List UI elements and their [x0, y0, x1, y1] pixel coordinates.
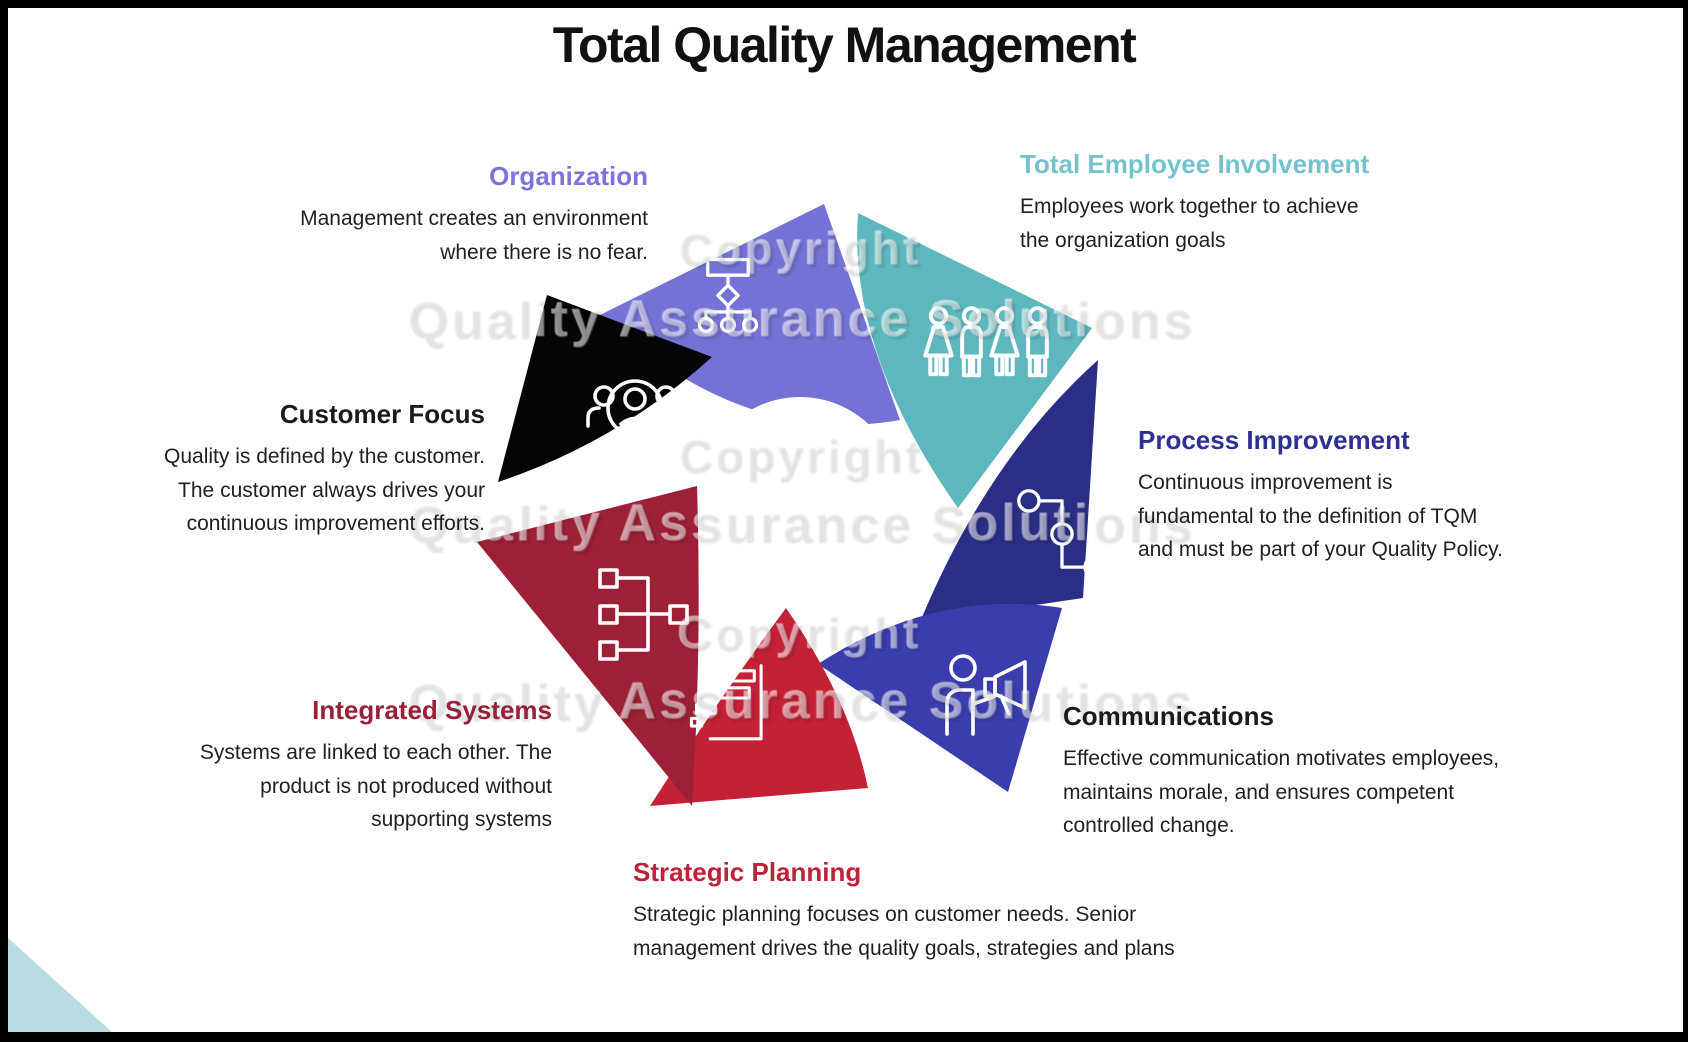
- segment-text-strategic-planning: Strategic Planning Strategic planning fo…: [633, 856, 1181, 965]
- segment-text-total-employee-involvement: Total Employee Involvement Employees wor…: [1020, 148, 1392, 257]
- segment-text-process-improvement: Process Improvement Continuous improveme…: [1138, 424, 1510, 567]
- segment-text-integrated-systems: Integrated Systems Systems are linked to…: [172, 694, 552, 837]
- process-flow-icon: [1017, 489, 1107, 579]
- segment-description-process-improvement: Continuous improvement is fundamental to…: [1138, 471, 1503, 561]
- segment-label-customer-focus: Customer Focus: [279, 399, 485, 429]
- megaphone-icon: [945, 654, 1027, 736]
- segment-label-total-employee-involvement: Total Employee Involvement: [1020, 149, 1370, 179]
- blade-communications: [818, 603, 1062, 792]
- org-chart-icon: [697, 257, 759, 333]
- segment-description-customer-focus: Quality is defined by the customer. The …: [164, 445, 485, 535]
- segment-text-communications: Communications Effective communication m…: [1063, 700, 1543, 843]
- aperture-center: [700, 397, 900, 597]
- frame-right: [1683, 0, 1688, 1042]
- frame-top: [0, 0, 1688, 8]
- segment-label-integrated-systems: Integrated Systems: [312, 695, 552, 725]
- segment-label-communications: Communications: [1063, 701, 1274, 731]
- segment-description-organization: Management creates an environment where …: [300, 207, 648, 264]
- blade-integrated-systems: [477, 486, 699, 806]
- linked-systems-icon: [598, 568, 689, 661]
- segment-description-strategic-planning: Strategic planning focuses on customer n…: [633, 903, 1175, 960]
- segment-label-process-improvement: Process Improvement: [1138, 425, 1410, 455]
- gantt-icon: [689, 664, 763, 741]
- customer-magnifier-icon: [586, 379, 684, 447]
- page-title: Total Quality Management: [552, 17, 1137, 73]
- segment-description-integrated-systems: Systems are linked to each other. The pr…: [199, 741, 552, 831]
- segment-text-organization: Organization Management creates an envir…: [246, 160, 648, 269]
- corner-triangle: [8, 938, 112, 1032]
- segment-description-communications: Effective communication motivates employ…: [1063, 747, 1500, 837]
- segment-description-total-employee-involvement: Employees work together to achieve the o…: [1020, 195, 1359, 252]
- segment-label-organization: Organization: [489, 161, 648, 191]
- segment-label-strategic-planning: Strategic Planning: [633, 857, 862, 887]
- frame-left: [0, 0, 8, 1042]
- blade-process-improvement: [920, 360, 1098, 622]
- segment-text-customer-focus: Customer Focus Quality is defined by the…: [135, 398, 485, 541]
- blade-strategic-planning: [650, 608, 868, 806]
- frame-bottom: [0, 1032, 1688, 1042]
- people-icon: [923, 306, 1049, 378]
